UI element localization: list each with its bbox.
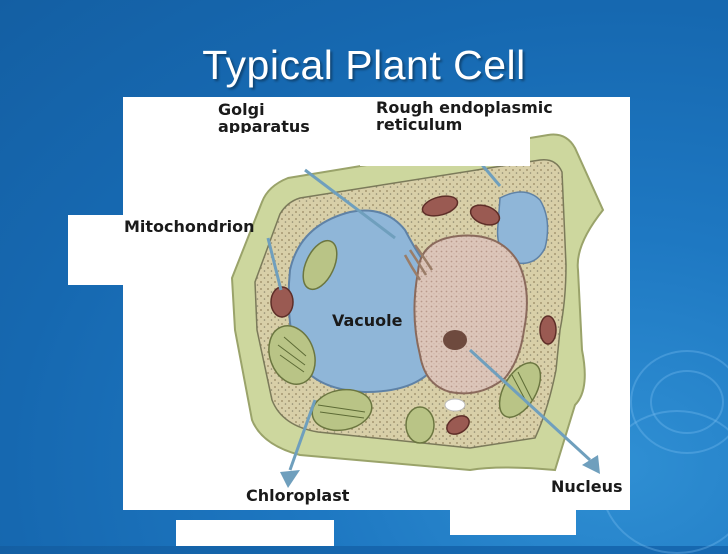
nucleus-arrowhead (582, 455, 600, 474)
mitochondrion (539, 315, 557, 345)
label-chloroplast: Chloroplast (246, 486, 350, 505)
label-nucleus: Nucleus (551, 477, 623, 496)
nucleus-body (413, 234, 528, 395)
mitochondrion (446, 415, 470, 435)
mitochondrion (421, 195, 459, 217)
mitochondrion (469, 204, 501, 226)
label-mask-golgi (200, 136, 350, 166)
label-panel-bottom-right (450, 505, 576, 535)
label-rough-er: Rough endoplasmic (376, 98, 553, 117)
label-golgi-line2: apparatus (218, 118, 310, 133)
label-mitochondrion: Mitochondrion (124, 217, 255, 236)
label-pointers (266, 159, 592, 471)
label-mask-top (360, 136, 530, 166)
chloroplast (268, 239, 542, 444)
label-panel-left (68, 215, 208, 285)
label-panel-bottom-left (176, 520, 334, 546)
label-vacuole: Vacuole (332, 311, 403, 330)
chloroplast-arrowhead (280, 470, 300, 488)
mitochondrion (270, 286, 294, 318)
golgi-apparatus (403, 244, 434, 281)
nucleolus (443, 330, 467, 350)
label-golgi: Golgi (218, 100, 265, 119)
slide-title: Typical Plant Cell (202, 42, 526, 88)
label-rough-er-line2: reticulum (376, 116, 463, 133)
